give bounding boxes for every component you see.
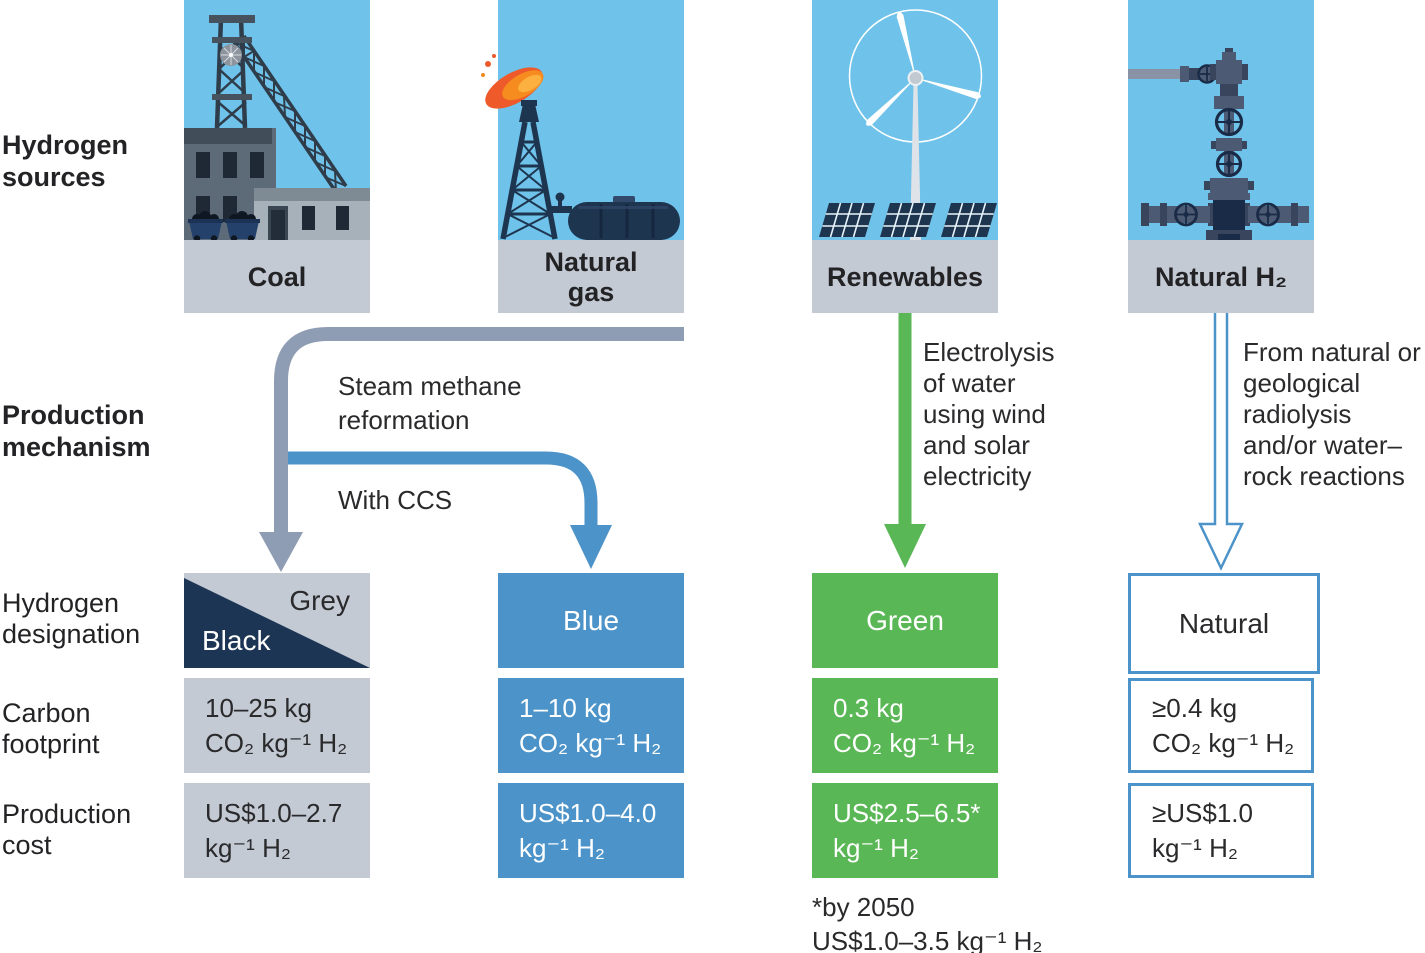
designation-grey-label: Grey [289, 585, 350, 616]
natural-gas-source-image [481, 0, 684, 240]
black-triangle [184, 578, 370, 668]
natural-arrow [1198, 312, 1244, 571]
designation-box-natural: Natural [1128, 573, 1320, 674]
wind-turbine [848, 9, 983, 240]
source-label-natural-h2: Natural H₂ [1128, 240, 1314, 313]
wellhead-stack [1204, 84, 1254, 193]
natural-h2-source-image [1128, 0, 1314, 240]
designation-black-label: Black [202, 625, 271, 656]
production-cost-green: US$2.5–6.5*kg⁻¹ H₂ [812, 783, 998, 878]
row-label-production-mechanism: Production mechanism [2, 400, 151, 462]
coal-carts [188, 211, 260, 242]
wellhead-top [1128, 48, 1248, 84]
flare-derrick [500, 100, 558, 240]
row-label-hydrogen-sources: Hydrogen sources [2, 130, 129, 192]
source-label-natural-gas: Natural gas [498, 240, 684, 313]
row-label-production-cost: Production cost [2, 799, 132, 860]
source-label-coal: Coal [184, 240, 370, 313]
electrolysis-arrow [884, 313, 926, 568]
coal-source-image [184, 0, 370, 242]
headframe-tower [209, 15, 255, 129]
gas-tank [548, 192, 680, 240]
source-label-renewables: Renewables [812, 240, 998, 313]
mechanism-note-electrolysis: Electrolysis of water using wind and sol… [923, 337, 1055, 491]
footnote-green-cost: *by 2050 US$1.0–3.5 kg⁻¹ H₂ [812, 892, 1043, 953]
wellhead-icon [1128, 48, 1309, 240]
flare-flame [481, 54, 544, 109]
mechanism-note-natural: From natural or geological radiolysis an… [1243, 337, 1421, 491]
designation-box-green: Green [812, 573, 998, 668]
designation-box-coal: Grey Black [184, 573, 370, 668]
renewables-source-image [812, 0, 998, 240]
solar-panels [819, 202, 997, 238]
gas-flare-icon [481, 54, 680, 240]
coal-mine-icon [184, 15, 370, 242]
row-label-hydrogen-designation: Hydrogen designation [2, 588, 141, 649]
hoist-rails [232, 35, 348, 193]
mechanism-note-ccs: With CCS [338, 485, 453, 515]
wellhead-body [1141, 193, 1309, 240]
mechanism-note-smr: Steam methane reformation [338, 371, 522, 435]
designation-box-blue: Blue [498, 573, 684, 668]
row-label-carbon-footprint: Carbon footprint [2, 698, 100, 759]
wind-solar-icon [819, 9, 997, 240]
